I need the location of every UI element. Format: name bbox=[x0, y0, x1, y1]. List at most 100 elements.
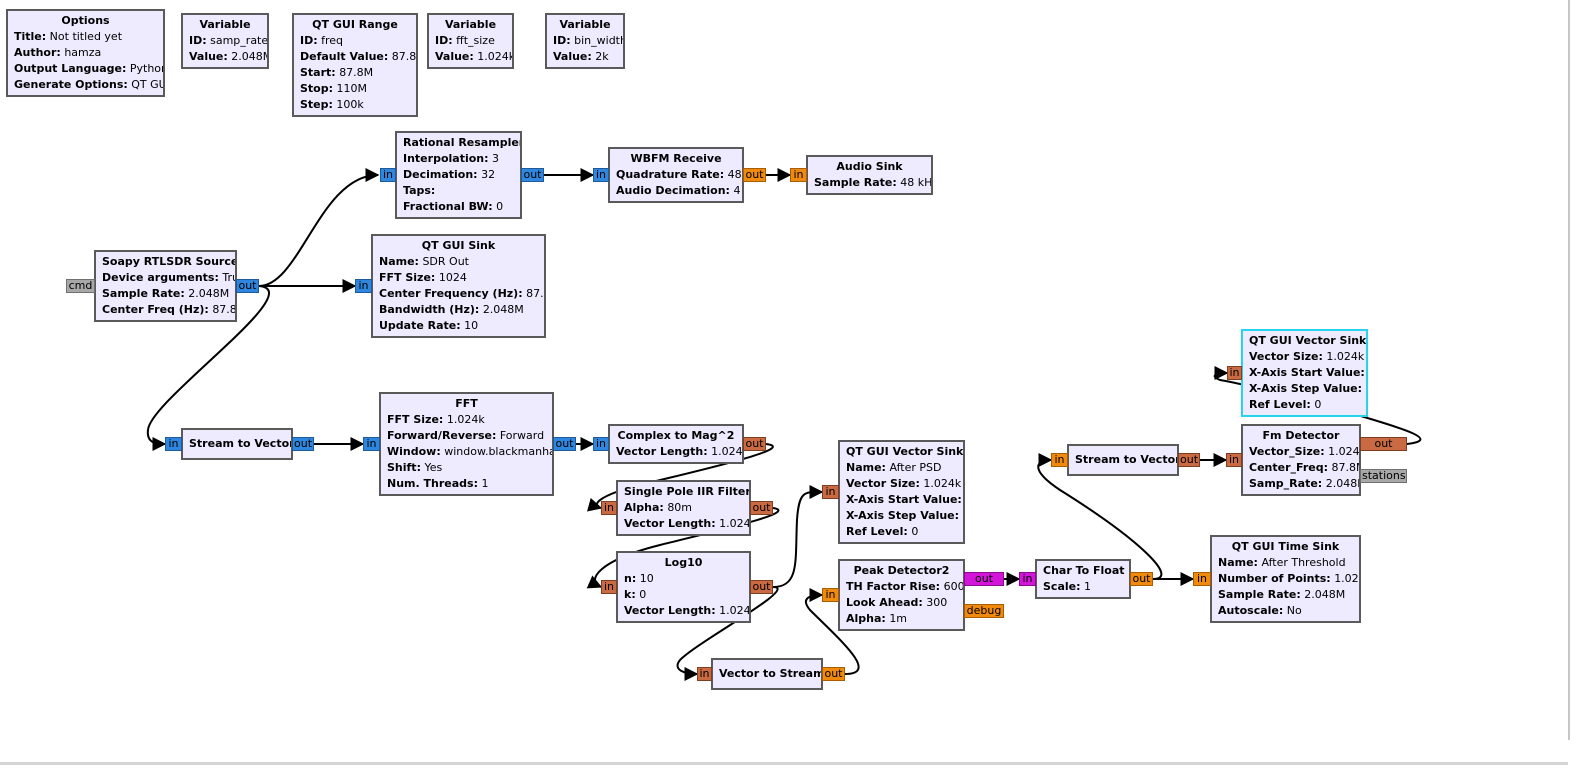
char-to-float-block[interactable]: Char To Float Scale: 1 bbox=[1035, 559, 1131, 599]
block-title: Audio Sink bbox=[836, 160, 903, 173]
param-id: ID: fft_size bbox=[435, 34, 495, 47]
param-num-threads: Num. Threads: 1 bbox=[387, 477, 489, 490]
block-title: QT GUI Sink bbox=[421, 239, 496, 252]
wbfm-receive-in-port[interactable]: in bbox=[593, 168, 609, 182]
single-pole-iir-filter-block[interactable]: Single Pole IIR Filter Alpha: 80m Vector… bbox=[616, 480, 751, 536]
complex-to-mag-block[interactable]: Complex to Mag^2 Vector Length: 1.024k bbox=[608, 424, 744, 464]
soapy-source-out-port[interactable]: out bbox=[236, 279, 259, 293]
stream-to-vector-2-block[interactable]: Stream to Vector bbox=[1067, 444, 1179, 476]
char-to-float-out-port[interactable]: out bbox=[1130, 572, 1153, 586]
block-title: FFT bbox=[455, 397, 478, 410]
char-to-float-in-port[interactable]: in bbox=[1019, 572, 1036, 586]
vector-sink-2-in-port[interactable]: in bbox=[1227, 366, 1242, 380]
log10-out-port[interactable]: out bbox=[750, 580, 773, 594]
param-alpha: Alpha: 80m bbox=[624, 501, 693, 514]
block-title: Vector to Stream bbox=[719, 667, 823, 680]
param-audio-decimation: Audio Decimation: 4 bbox=[616, 184, 741, 197]
fft-out-port[interactable]: out bbox=[553, 437, 576, 451]
stream-to-vector-out-port[interactable]: out bbox=[292, 437, 314, 451]
param-vector-length: Vector Length: 1.024k bbox=[624, 604, 751, 617]
qt-gui-vector-sink-block[interactable]: QT GUI Vector Sink Vector Size: 1.024k X… bbox=[1241, 329, 1368, 417]
vector-sink-psd-in-port[interactable]: in bbox=[822, 485, 839, 499]
param-vector-length: Vector Length: 1.024k bbox=[616, 445, 743, 458]
variable-samp-rate-block[interactable]: Variable ID: samp_rate Value: 2.048M bbox=[181, 13, 269, 69]
vector-to-stream-out-port[interactable]: out bbox=[822, 667, 845, 681]
peak-detector-out-port[interactable]: out bbox=[964, 572, 1004, 586]
peak-detector2-block[interactable]: Peak Detector2 TH Factor Rise: 600m Look… bbox=[838, 559, 965, 631]
param-ref-level: Ref Level: 0 bbox=[1249, 398, 1322, 411]
log10-in-port[interactable]: in bbox=[601, 580, 617, 594]
param-default-value: Default Value: 87.8M bbox=[300, 50, 417, 63]
horizontal-scrollbar[interactable] bbox=[0, 762, 1568, 765]
param-name: Name: After Threshold bbox=[1218, 556, 1346, 569]
param-sample-rate: Sample Rate: 48 kHz bbox=[814, 176, 933, 189]
block-title: Char To Float bbox=[1043, 564, 1125, 577]
vertical-scrollbar[interactable] bbox=[1568, 0, 1570, 740]
rational-resampler-block[interactable]: Rational Resampler Interpolation: 3 Deci… bbox=[395, 131, 522, 219]
variable-bin-width-block[interactable]: Variable ID: bin_width Value: 2k bbox=[545, 13, 625, 69]
peak-detector-debug-port[interactable]: debug bbox=[964, 604, 1004, 618]
soapy-source-cmd-port[interactable]: cmd bbox=[66, 279, 95, 293]
param-center-freq: Center_Freq: 87.8M bbox=[1249, 461, 1359, 474]
wbfm-receive-block[interactable]: WBFM Receive Quadrature Rate: 48k Audio … bbox=[608, 147, 744, 203]
qt-gui-sink-in-port[interactable]: in bbox=[355, 279, 372, 293]
block-title: Soapy RTLSDR Source bbox=[102, 255, 237, 268]
peak-detector-in-port[interactable]: in bbox=[822, 588, 839, 602]
param-device-arguments: Device arguments: True bbox=[102, 271, 235, 284]
param-fractional-bw: Fractional BW: 0 bbox=[403, 200, 504, 213]
param-id: ID: freq bbox=[300, 34, 344, 47]
param-sample-rate: Sample Rate: 2.048M bbox=[102, 287, 230, 300]
audio-sink-block[interactable]: Audio Sink Sample Rate: 48 kHz bbox=[806, 155, 933, 195]
param-x-axis-step: X-Axis Step Value: 1 bbox=[1249, 382, 1366, 395]
rational-resampler-out-port[interactable]: out bbox=[521, 168, 544, 182]
rational-resampler-in-port[interactable]: in bbox=[380, 168, 396, 182]
fm-detector-out-port[interactable]: out bbox=[1360, 437, 1407, 451]
block-title: Variable bbox=[559, 18, 611, 31]
wbfm-receive-out-port[interactable]: out bbox=[743, 168, 766, 182]
wire-log10-to-vsinkpsd bbox=[772, 484, 824, 588]
block-title: Options bbox=[61, 14, 110, 27]
param-x-axis-step: X-Axis Step Value: 1 bbox=[846, 509, 963, 522]
options-block[interactable]: Options Title: Not titled yet Author: ha… bbox=[6, 9, 165, 97]
block-title: WBFM Receive bbox=[630, 152, 722, 165]
soapy-rtlsdr-source-block[interactable]: Soapy RTLSDR Source Device arguments: Tr… bbox=[94, 250, 237, 322]
complex-to-mag-in-port[interactable]: in bbox=[593, 437, 609, 451]
vector-to-stream-block[interactable]: Vector to Stream bbox=[711, 658, 823, 690]
block-title: Variable bbox=[444, 18, 497, 31]
complex-to-mag-out-port[interactable]: out bbox=[743, 437, 766, 451]
qt-gui-sink-block[interactable]: QT GUI Sink Name: SDR Out FFT Size: 1024… bbox=[371, 234, 546, 338]
stream-to-vector-2-out-port[interactable]: out bbox=[1178, 453, 1200, 467]
param-value: Value: 2.048M bbox=[189, 50, 269, 63]
qt-gui-range-block[interactable]: QT GUI Range ID: freq Default Value: 87.… bbox=[292, 13, 418, 117]
block-title: Fm Detector bbox=[1262, 429, 1340, 442]
stream-to-vector-block[interactable]: Stream to Vector bbox=[181, 428, 293, 460]
qt-gui-vector-sink-psd-block[interactable]: QT GUI Vector Sink Name: After PSD Vecto… bbox=[838, 440, 965, 544]
iir-filter-in-port[interactable]: in bbox=[601, 501, 617, 515]
param-alpha: Alpha: 1m bbox=[846, 612, 908, 625]
fft-block[interactable]: FFT FFT Size: 1.024k Forward/Reverse: Fo… bbox=[379, 392, 554, 496]
param-value: Value: 2k bbox=[553, 50, 609, 63]
qt-gui-time-sink-block[interactable]: QT GUI Time Sink Name: After Threshold N… bbox=[1210, 535, 1361, 623]
param-ref-level: Ref Level: 0 bbox=[846, 525, 919, 538]
variable-fft-size-block[interactable]: Variable ID: fft_size Value: 1.024k bbox=[427, 13, 514, 69]
param-vector-size: Vector Size: 1.024k bbox=[1249, 350, 1365, 363]
param-look-ahead: Look Ahead: 300 bbox=[846, 596, 948, 609]
audio-sink-in-port[interactable]: in bbox=[790, 168, 807, 182]
param-x-axis-start: X-Axis Start Value: 0 bbox=[846, 493, 962, 506]
stream-to-vector-in-port[interactable]: in bbox=[165, 437, 182, 451]
param-fft-size: FFT Size: 1.024k bbox=[387, 413, 485, 426]
fm-detector-in-port[interactable]: in bbox=[1226, 453, 1242, 467]
block-title: Single Pole IIR Filter bbox=[624, 485, 751, 498]
fm-detector-block[interactable]: Fm Detector Vector_Size: 1.024k Center_F… bbox=[1241, 424, 1361, 496]
fm-detector-stations-port[interactable]: stations bbox=[1360, 469, 1407, 483]
param-name: Name: After PSD bbox=[846, 461, 942, 474]
param-update-rate: Update Rate: 10 bbox=[379, 319, 479, 332]
log10-block[interactable]: Log10 n: 10 k: 0 Vector Length: 1.024k bbox=[616, 551, 751, 623]
iir-filter-out-port[interactable]: out bbox=[750, 501, 773, 515]
vector-to-stream-in-port[interactable]: in bbox=[697, 667, 712, 681]
fft-in-port[interactable]: in bbox=[363, 437, 380, 451]
time-sink-in-port[interactable]: in bbox=[1193, 572, 1211, 586]
stream-to-vector-2-in-port[interactable]: in bbox=[1051, 453, 1068, 467]
block-title: QT GUI Vector Sink bbox=[846, 445, 964, 458]
